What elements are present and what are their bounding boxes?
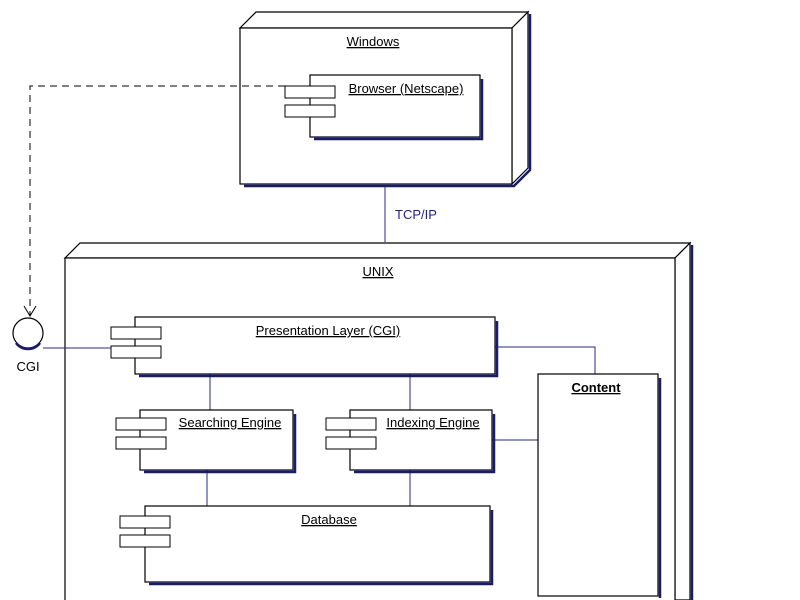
cgi-label: CGI [16, 359, 39, 374]
windows-node-label: Windows [347, 34, 400, 49]
component-port-icon [325, 436, 377, 450]
presentation-layer-component[interactable]: Presentation Layer (CGI) [110, 316, 499, 378]
component-port-icon [284, 85, 336, 99]
indexing-engine-component[interactable]: Indexing Engine [325, 409, 496, 474]
component-port-icon [119, 515, 171, 529]
component-port-icon [115, 436, 167, 450]
component-port-icon [110, 326, 162, 340]
presentation-layer-label: Presentation Layer (CGI) [256, 323, 401, 338]
browser-cgi-dependency-arrow [23, 85, 285, 317]
indexing-engine-label: Indexing Engine [386, 415, 479, 430]
unix-node-label: UNIX [362, 264, 393, 279]
content-label: Content [571, 380, 621, 395]
presentation-content-connector [495, 346, 596, 374]
content-component[interactable]: Content [537, 373, 662, 598]
browser-label: Browser (Netscape) [349, 81, 464, 96]
database-label: Database [301, 512, 357, 527]
searching-engine-label: Searching Engine [179, 415, 282, 430]
component-port-icon [119, 534, 171, 548]
cgi-interface[interactable]: CGI [12, 317, 111, 374]
arrowhead-icon [23, 305, 37, 317]
component-port-icon [325, 417, 377, 431]
searching-engine-component[interactable]: Searching Engine [115, 409, 297, 474]
browser-component[interactable]: Browser (Netscape) [284, 74, 484, 141]
component-port-icon [284, 104, 336, 118]
database-component[interactable]: Database [119, 505, 494, 586]
tcpip-label: TCP/IP [395, 207, 437, 222]
component-port-icon [110, 345, 162, 359]
component-port-icon [115, 417, 167, 431]
